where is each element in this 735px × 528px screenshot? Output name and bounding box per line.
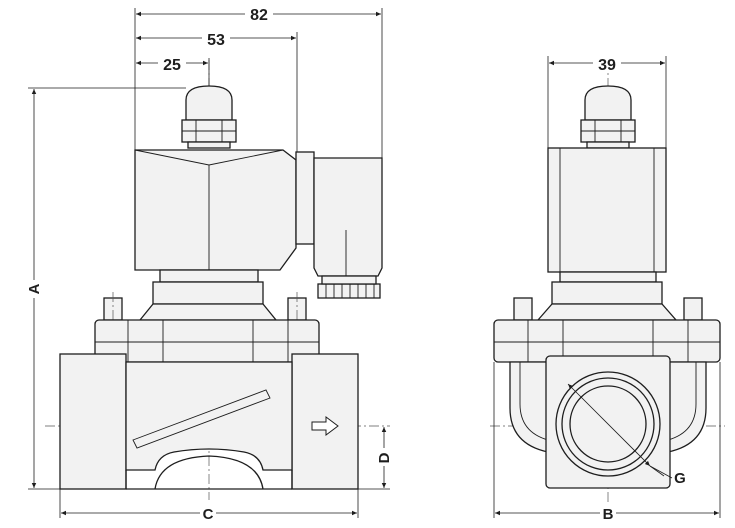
label-g: G [674, 470, 686, 487]
label-b: B [603, 506, 614, 523]
armature-tube [138, 269, 278, 321]
dim-39-label: 39 [598, 57, 616, 74]
bonnet-flange [94, 319, 320, 363]
valve-body [59, 353, 359, 490]
dim-53-label: 53 [207, 32, 225, 49]
label-d: D [376, 452, 393, 463]
side-body [509, 355, 707, 489]
flow-arrow-icon [311, 416, 339, 436]
side-bolts [513, 297, 703, 321]
side-view [490, 60, 725, 510]
side-coil [547, 147, 667, 273]
label-a: A [26, 283, 43, 294]
cable-gland [181, 85, 237, 149]
side-armature-tube [536, 271, 678, 321]
front-view [45, 60, 390, 500]
dim-82-label: 82 [250, 7, 268, 24]
dimension-lines [28, 8, 721, 518]
coil [134, 149, 297, 271]
dim-25-label: 25 [163, 57, 181, 74]
label-c: C [203, 506, 214, 523]
connector [295, 151, 383, 299]
side-cable-gland [580, 85, 636, 149]
